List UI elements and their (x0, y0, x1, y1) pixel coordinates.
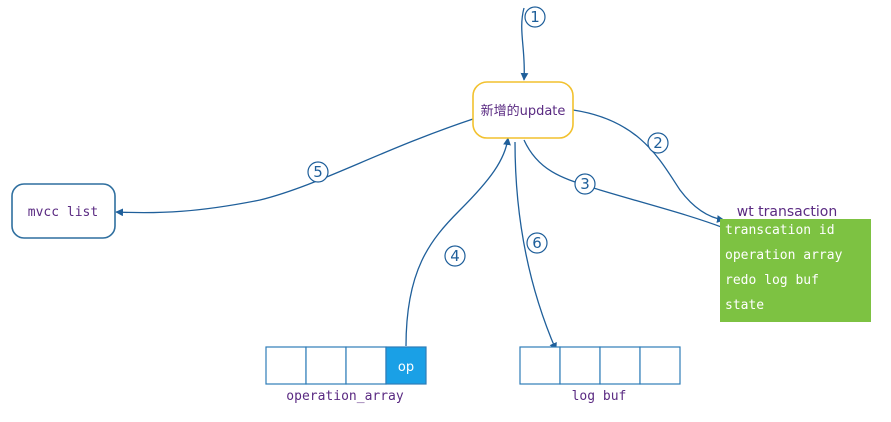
operation-array-cell (265, 346, 307, 385)
wt-field-transaction-id: transcation id (725, 223, 835, 238)
operation-array-op-label: op (398, 360, 414, 375)
operation-array: op operation_array (265, 346, 427, 404)
log-buf-cell (519, 346, 561, 385)
operation-array-cell (345, 346, 387, 385)
svg-text:6: 6 (532, 234, 542, 252)
svg-text:2: 2 (653, 134, 663, 152)
wt-field-redo-log-buf: redo log buf (725, 273, 819, 288)
connectors (115, 7, 725, 351)
mvcc-list-label: mvcc list (28, 205, 98, 220)
log-buf: log buf (519, 346, 681, 404)
log-buf-label: log buf (572, 389, 627, 404)
operation-array-cell (305, 346, 347, 385)
update-node: 新增的update (472, 81, 574, 139)
wt-field-operation-array: operation array (725, 248, 843, 263)
operation-array-label: operation_array (286, 389, 404, 404)
wt-field-state: state (725, 298, 764, 313)
connector-step-3 (523, 139, 725, 229)
wt-transaction: wt transaction transcation id operation … (720, 204, 871, 322)
svg-text:3: 3 (580, 175, 590, 193)
svg-text:1: 1 (530, 8, 540, 26)
connector-step-2 (572, 109, 725, 223)
connector-step-5 (115, 118, 474, 217)
log-buf-cell (599, 346, 641, 385)
step-marker-3: 3 (574, 173, 596, 195)
connector-step-6 (514, 141, 557, 351)
step-markers: 1 2 3 4 5 6 (307, 6, 669, 267)
svg-text:4: 4 (450, 247, 460, 265)
svg-text:5: 5 (313, 163, 323, 181)
step-marker-6: 6 (526, 232, 548, 254)
connector-step-4 (405, 137, 511, 347)
mvcc-list-node: mvcc list (11, 183, 116, 239)
log-buf-cell (559, 346, 601, 385)
update-node-label: 新增的update (481, 103, 566, 119)
step-marker-1: 1 (524, 6, 546, 28)
step-marker-2: 2 (647, 132, 669, 154)
step-marker-5: 5 (307, 161, 329, 183)
log-buf-cell (639, 346, 681, 385)
operation-array-cell-op (385, 346, 427, 385)
step-marker-4: 4 (444, 245, 466, 267)
wt-transaction-title: wt transaction (737, 204, 837, 220)
connector-step-1 (520, 7, 529, 81)
